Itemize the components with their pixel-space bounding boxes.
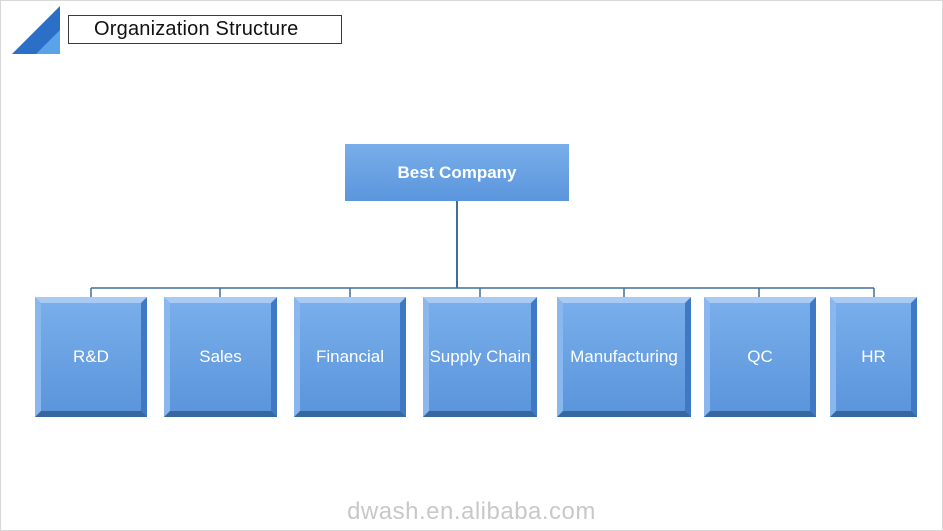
- dept-node-financial: Financial: [294, 297, 406, 417]
- dept-label: Financial: [315, 347, 385, 366]
- title-box: Organization Structure: [68, 15, 342, 44]
- dept-node-qc: QC: [704, 297, 816, 417]
- dept-label: Supply Chain: [429, 347, 531, 366]
- dept-node-manufacturing: Manufacturing: [557, 297, 691, 417]
- dept-label: QC: [747, 347, 773, 366]
- root-node: Best Company: [345, 144, 569, 201]
- dept-label: R&D: [73, 347, 109, 366]
- page-title: Organization Structure: [94, 18, 299, 40]
- dept-node-supply-chain: Supply Chain: [423, 297, 537, 417]
- triangle-logo-icon: [12, 6, 60, 54]
- dept-label: Manufacturing: [570, 347, 678, 366]
- watermark: dwash.en.alibaba.com: [347, 498, 596, 525]
- dept-label: HR: [861, 347, 886, 366]
- root-label: Best Company: [397, 162, 517, 182]
- dept-label: Sales: [199, 347, 242, 366]
- dept-node-rd: R&D: [35, 297, 147, 417]
- dept-node-sales: Sales: [164, 297, 277, 417]
- dept-node-hr: HR: [830, 297, 917, 417]
